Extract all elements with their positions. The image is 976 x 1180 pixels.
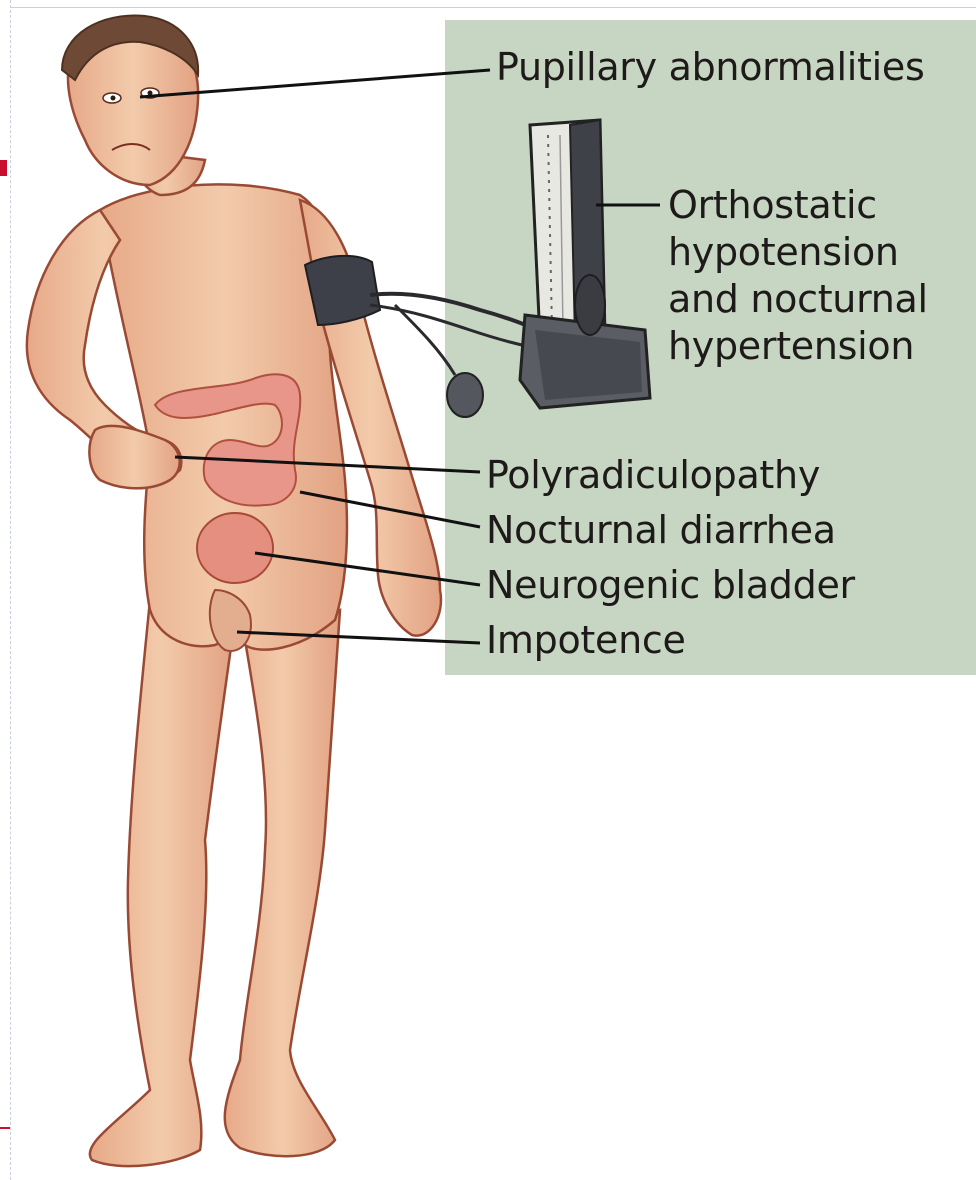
label-polyradiculopathy: Polyradiculopathy	[486, 453, 820, 497]
label-orthostatic-line3: and nocturnal	[668, 276, 968, 323]
label-orthostatic-line1: Orthostatic	[668, 182, 968, 229]
bp-bulb	[447, 373, 483, 417]
label-nocturnal-diarrhea: Nocturnal diarrhea	[486, 508, 836, 552]
label-pupillary-abnormalities: Pupillary abnormalities	[496, 45, 924, 89]
bp-cuff	[305, 256, 380, 325]
label-orthostatic-line2: hypotension	[668, 229, 968, 276]
bladder	[197, 513, 273, 583]
right-leg	[225, 610, 340, 1156]
label-orthostatic-hypotension: Orthostatic hypotension and nocturnal hy…	[668, 182, 968, 370]
label-impotence: Impotence	[486, 618, 686, 662]
label-neurogenic-bladder: Neurogenic bladder	[486, 563, 855, 607]
left-leg	[90, 600, 232, 1166]
manometer	[520, 120, 650, 408]
label-orthostatic-line4: hypertension	[668, 323, 968, 370]
